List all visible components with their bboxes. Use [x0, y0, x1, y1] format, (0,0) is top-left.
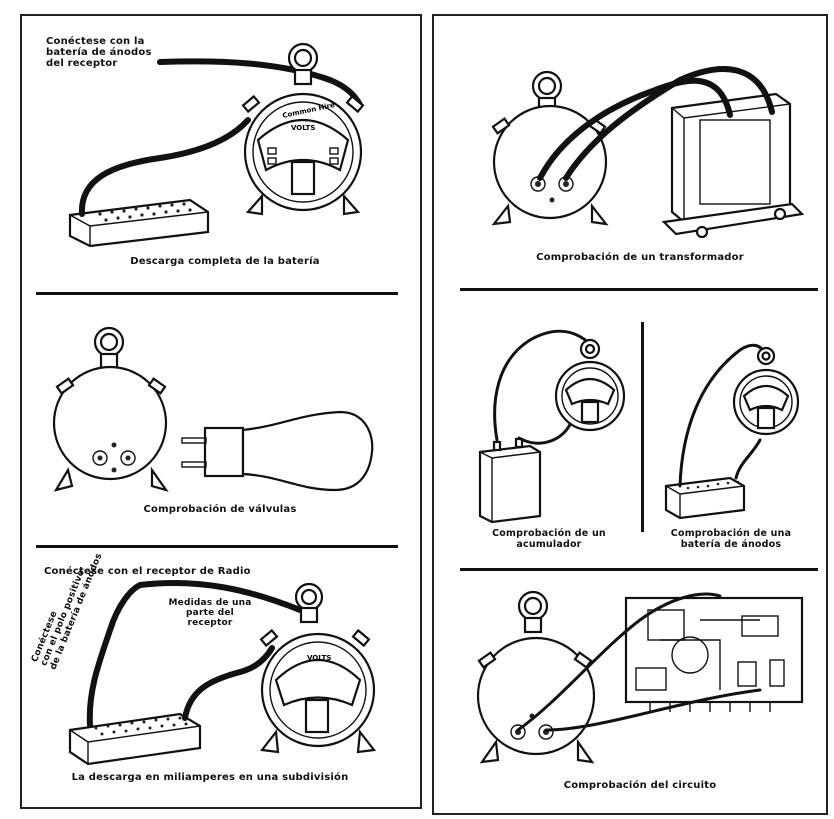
left-s1-caption: Descarga completa de la batería: [120, 256, 330, 267]
right-s2-caption-left: Comprobación de un acumulador: [474, 528, 624, 550]
right-s3-caption: Comprobación del circuito: [540, 780, 740, 791]
left-s3-caption: La descarga en miliamperes en una subdiv…: [60, 772, 360, 783]
left-s2-caption: Comprobación de válvulas: [120, 504, 320, 515]
left-s3-instruction-mid: Medidas de una parte del receptor: [160, 598, 260, 628]
right-s3-illustration: [478, 592, 802, 762]
svg-text:VOLTS: VOLTS: [291, 124, 315, 132]
svg-text:VOLTS: VOLTS: [307, 654, 331, 662]
right-s2b-illustration: [666, 345, 798, 518]
right-s1-caption: Comprobación de un transformador: [530, 252, 750, 263]
left-s2-illustration: [54, 328, 372, 490]
right-s2-caption-right: Comprobación de una batería de ánodos: [656, 528, 806, 550]
right-s2a-illustration: [480, 331, 624, 522]
left-s1-illustration: Common Hire VOLTS: [70, 44, 363, 246]
right-s1-illustration: [493, 69, 802, 237]
left-s1-instruction: Conéctese con la batería de ánodos del r…: [46, 36, 152, 69]
